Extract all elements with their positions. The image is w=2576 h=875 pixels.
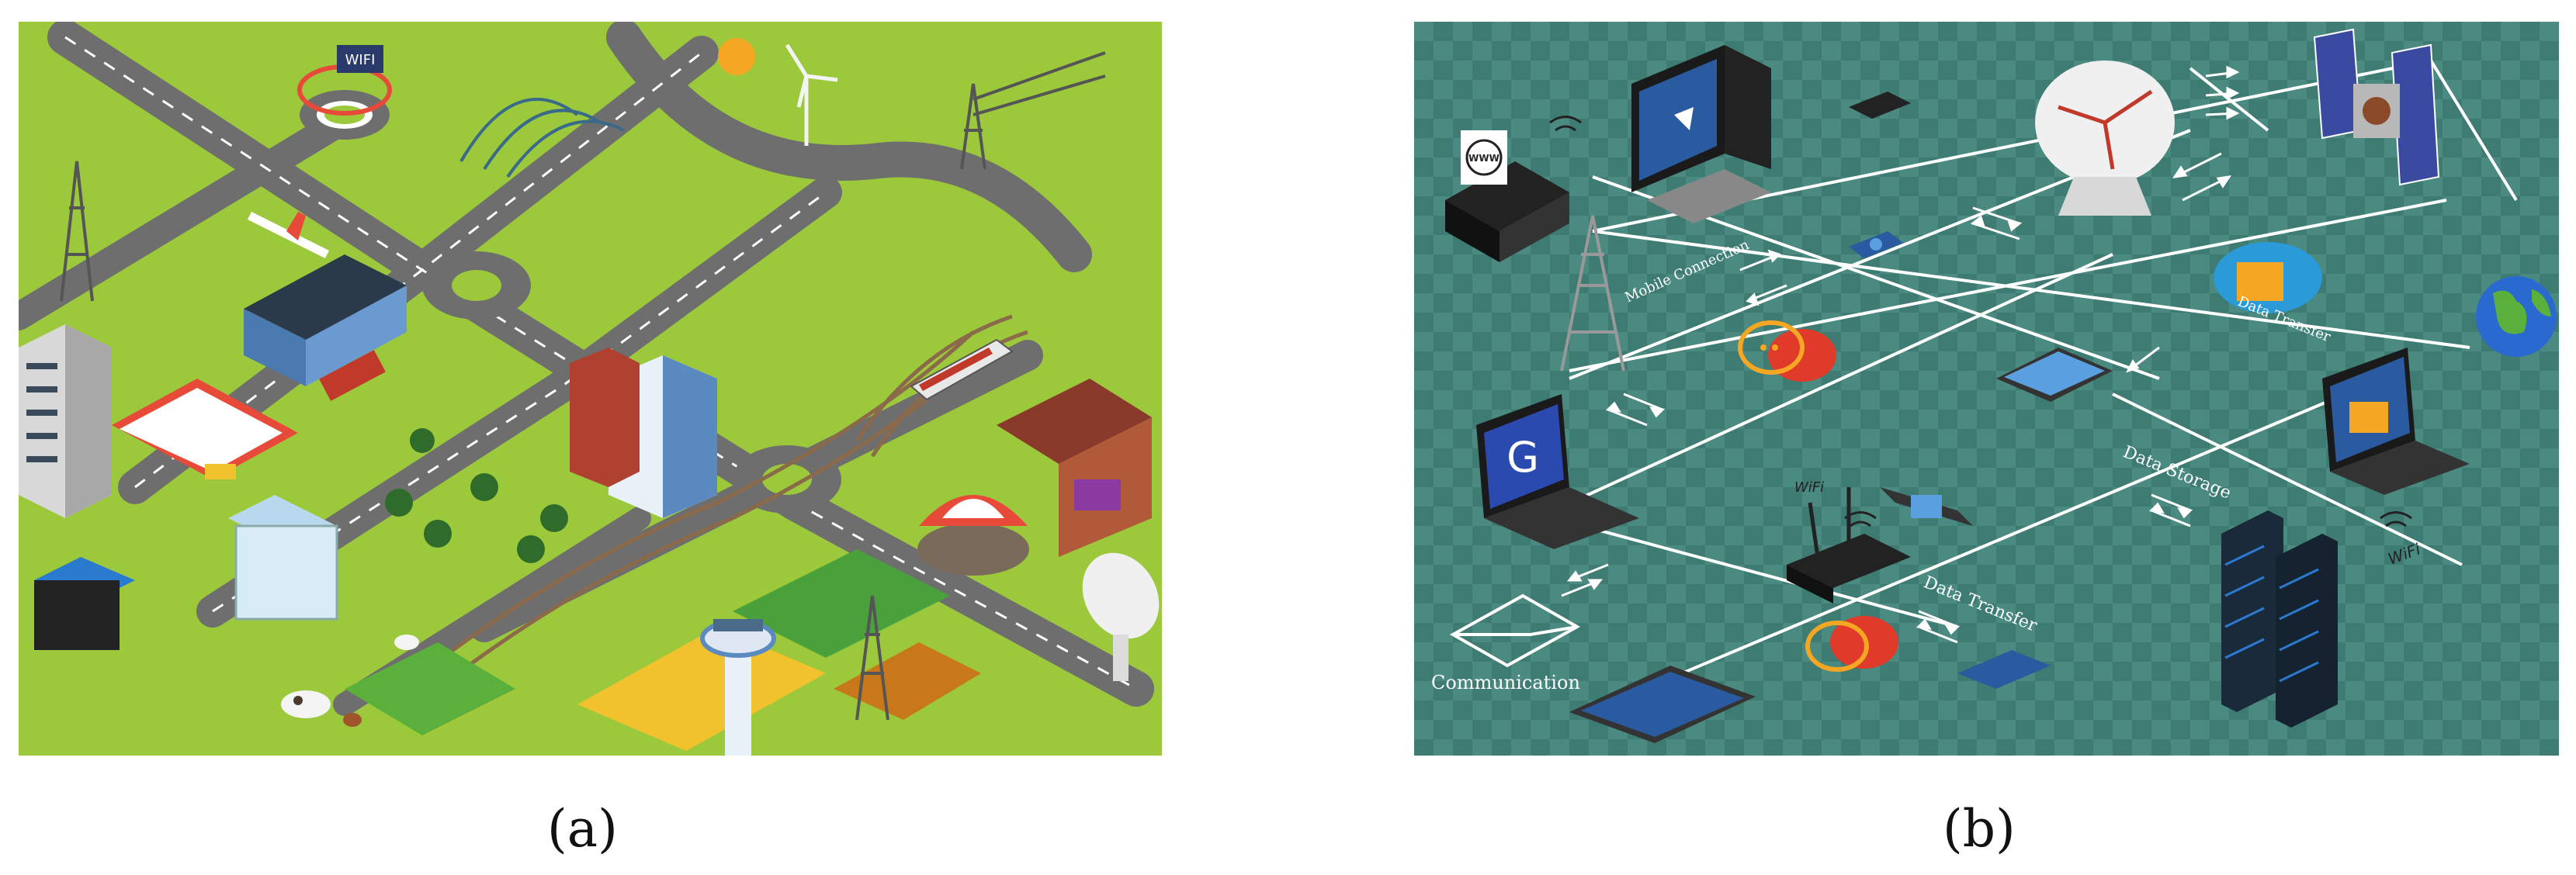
satellite-icon [2313, 28, 2440, 186]
wifi-signal-icons [1549, 116, 2412, 527]
wifi-sign-text: WIFI [345, 52, 376, 68]
smartwatch-icon [1880, 487, 1973, 526]
caption-a: (a) [547, 799, 618, 859]
chat-bubble-icon [1738, 320, 1836, 382]
office-block-center [244, 254, 407, 386]
caption-b: (b) [1943, 799, 2016, 859]
cloud-folder-icon [2214, 242, 2322, 313]
social-card-icon [1957, 650, 2051, 689]
earth-globe-icon [2476, 276, 2557, 357]
camera-device-icon [1849, 231, 1903, 258]
wind-turbine [785, 43, 838, 146]
bus-shelter [34, 557, 135, 650]
wifi-billboard: WIFI [337, 45, 383, 73]
station-arch [459, 98, 625, 178]
laptop-left-icon: G [1476, 394, 1639, 549]
satellite-dish-icon [2035, 61, 2175, 216]
carousel [917, 495, 1029, 576]
data-flow-arrows [1561, 65, 2240, 644]
chat-bubble-bottom-icon [1805, 616, 1898, 672]
panel-b-iot-network: WWW [1414, 22, 2559, 756]
globe-icon [1465, 139, 1503, 176]
farm-animals [281, 635, 419, 727]
laptop-right-icon [2322, 348, 2470, 495]
printer-icon: WWW [1445, 130, 1569, 262]
communication-label: Communication [1431, 672, 1580, 693]
envelope-icon [1449, 593, 1581, 668]
satellite-dish [1082, 552, 1160, 681]
airport-control-tower [700, 619, 776, 756]
tablet-icon [1996, 348, 2113, 402]
profile-tablet-icon [1569, 666, 1756, 743]
sun [718, 38, 755, 75]
roundabouts [300, 90, 841, 514]
smart-city-illustration: WIFI [19, 22, 1162, 756]
router-small-icon [1849, 92, 1911, 119]
wifi-left-label: WiFi [1794, 479, 1824, 496]
transmission-towers [60, 51, 1106, 721]
iot-network-diagram: WWW [1414, 22, 2559, 756]
skyscraper-center [570, 348, 717, 518]
desktop-computer-icon [1631, 45, 1771, 223]
glass-booth [228, 495, 338, 621]
server-rack-icon [2221, 510, 2338, 728]
bus [319, 350, 386, 401]
office-building-left [19, 324, 112, 518]
airplane [248, 212, 329, 258]
router-bottom-icon [1787, 487, 1911, 604]
house [997, 379, 1152, 557]
cell-tower-icon [1560, 215, 1625, 372]
trees [385, 428, 568, 563]
train [910, 338, 1014, 401]
crop-fields [345, 549, 981, 751]
g-logo-icon: G [1506, 433, 1539, 482]
panel-a-smart-city: WIFI [19, 22, 1162, 756]
gas-station [112, 379, 298, 479]
www-label: WWW [1468, 153, 1499, 164]
